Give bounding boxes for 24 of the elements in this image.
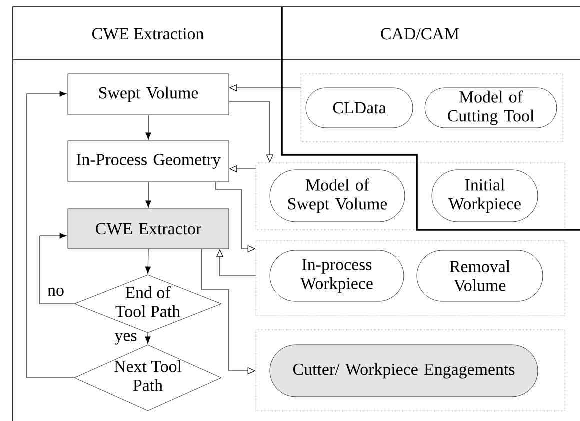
group-box [256,330,566,412]
process-box: CWE Extractor [68,208,230,250]
arrow [145,332,151,344]
rounded-box: Model of Cutting Tool [424,88,558,128]
column-heading: CAD/CAM [381,28,460,40]
arrow [146,114,152,140]
rounded-box: CLData [306,88,414,128]
edge-label: no [46,286,66,298]
arrow [145,248,151,274]
rounded-box: Cutter/ Workpiece Engagements [270,344,538,398]
column-heading: CWE Extraction [92,28,204,40]
process-box: Swept Volume [68,74,230,116]
rounded-box: In-process Workpiece [270,250,404,302]
group-box [256,240,566,316]
group-box [256,162,566,230]
rounded-box: Initial Workpiece [432,170,538,222]
arrow [40,233,75,304]
arrow [146,182,152,208]
edge-label: yes [114,332,138,346]
arrow [26,91,75,378]
rounded-box: Removal Volume [416,250,544,302]
group-box [300,74,564,142]
process-box: In-Process Geometry [68,140,230,182]
rounded-box: Model of Swept Volume [270,170,406,222]
